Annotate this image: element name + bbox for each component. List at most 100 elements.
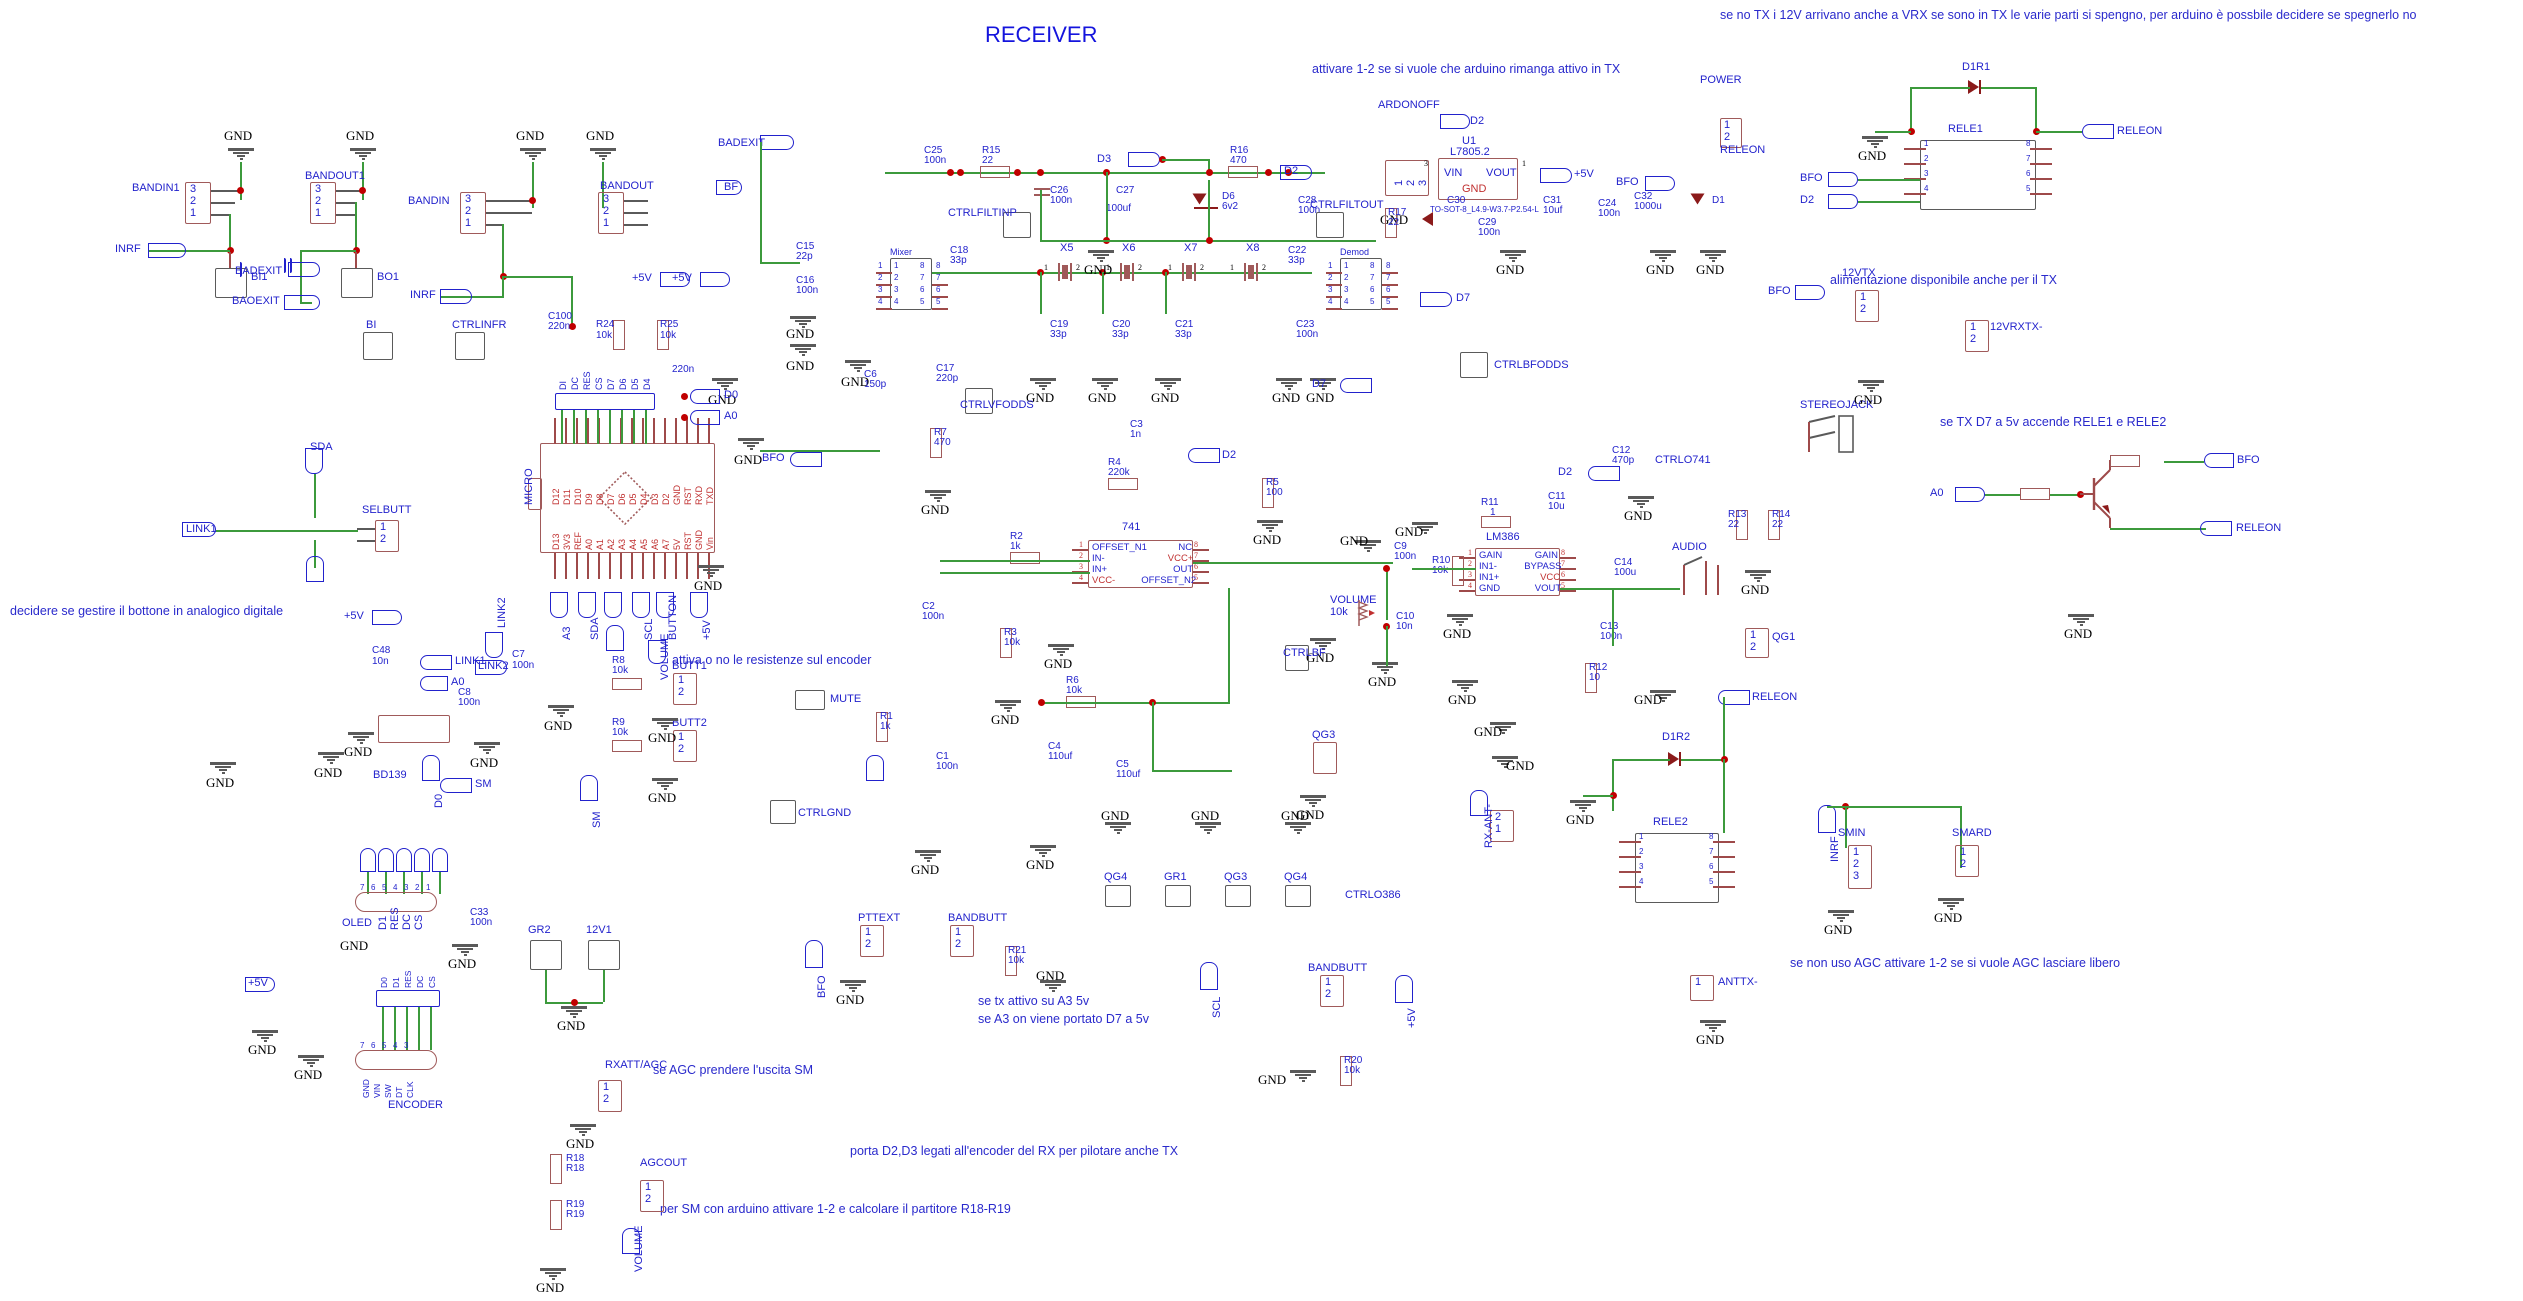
net-flag-sm[interactable]	[648, 640, 666, 664]
connector-12vtx[interactable]	[1855, 290, 1879, 322]
net-flag-link2[interactable]	[440, 778, 472, 793]
connector-selbutt[interactable]	[375, 520, 399, 552]
net-flag-link1-v[interactable]	[485, 632, 503, 658]
net-flag-d7[interactable]	[1955, 487, 1985, 502]
connector-ardonoff[interactable]	[1385, 160, 1429, 196]
net-flag-button-enc[interactable]	[420, 655, 452, 670]
connector-smard[interactable]	[640, 1180, 664, 1212]
net-flag-5v-u1[interactable]	[1540, 168, 1572, 183]
net-flag-5v-a[interactable]	[660, 272, 690, 287]
module-dds[interactable]	[355, 892, 437, 912]
net-flag-badexit[interactable]	[288, 262, 320, 277]
net-flag-vrx-741[interactable]	[1188, 448, 1220, 463]
connector-butt2[interactable]	[673, 730, 697, 762]
net-flag-releon-bd[interactable]	[2200, 521, 2232, 536]
net-flag-inrf[interactable]	[148, 243, 186, 258]
ic-lm386[interactable]	[1475, 548, 1560, 596]
net-flag-d0[interactable]	[550, 592, 568, 618]
connector-ctrlbfodds[interactable]	[1460, 352, 1488, 378]
module-oled[interactable]	[355, 1050, 437, 1070]
connector-rx-ant[interactable]	[1490, 810, 1514, 842]
connector-ctrlinfr[interactable]	[455, 332, 485, 360]
connector-12vrxtx[interactable]	[1965, 320, 1989, 352]
connector-bandin[interactable]	[460, 192, 486, 234]
net-flag-button[interactable]	[182, 522, 216, 537]
net-flag-sda[interactable]	[632, 592, 650, 618]
connector-bandout1[interactable]	[310, 182, 336, 224]
connector-bandbutt[interactable]	[1320, 975, 1344, 1007]
connector-smin[interactable]	[598, 1080, 622, 1112]
connector-bandout[interactable]	[598, 192, 624, 234]
testpoint-qg1[interactable]	[1105, 885, 1131, 907]
connector-ctrlbf[interactable]	[770, 800, 796, 824]
net-flag-bfo[interactable]	[1340, 378, 1372, 393]
ic-micro[interactable]	[540, 443, 715, 553]
net-flag-beta[interactable]	[604, 592, 622, 618]
connector-ctrlvfodds[interactable]	[965, 388, 993, 414]
testpoint-gr1[interactable]	[530, 940, 562, 970]
net-flag-d3-enc[interactable]	[420, 676, 448, 691]
connector-speaker[interactable]	[1745, 628, 1769, 658]
testpoint-qg4[interactable]	[1285, 885, 1311, 907]
ic-rele1[interactable]	[1920, 140, 2036, 210]
net-flag-v12-bd[interactable]	[2204, 453, 2234, 468]
net-flag-vrx-u1[interactable]	[1440, 114, 1470, 129]
net-flag-baoexit[interactable]	[284, 295, 320, 310]
net-flag-releon-r2[interactable]	[1718, 690, 1750, 705]
net-flag-sm-out[interactable]	[622, 1228, 640, 1254]
connector-anttx[interactable]	[1690, 975, 1714, 1001]
net-flag-badexit-top[interactable]	[760, 135, 794, 150]
net-flag-inrf2[interactable]	[440, 289, 472, 304]
connector-rxatt-agc[interactable]	[1848, 845, 1872, 889]
net-flag-5v-micro[interactable]	[690, 592, 708, 618]
net-flag-5v-oled[interactable]	[245, 977, 275, 992]
net-flag-a0-bot[interactable]	[306, 556, 324, 582]
net-flag-v62[interactable]	[1128, 152, 1160, 167]
testpoint-qg3[interactable]	[1225, 885, 1251, 907]
testpoint-bi[interactable]	[363, 332, 393, 360]
connector-ctrlo741[interactable]	[1285, 645, 1309, 671]
connector-bandin1[interactable]	[185, 182, 211, 224]
testpoint-bo1[interactable]	[341, 268, 373, 298]
testpoint-gr2[interactable]	[588, 940, 620, 970]
connector-ctrlfiltout[interactable]	[1316, 212, 1344, 238]
net-flag-inrf-agc[interactable]	[1818, 805, 1836, 833]
net-flag-bo[interactable]	[716, 180, 742, 195]
ic-rele2[interactable]	[1635, 833, 1719, 903]
connector-audio[interactable]	[1313, 742, 1337, 774]
connector-agcout[interactable]	[1955, 845, 1979, 877]
net-flag-bf-r1[interactable]	[866, 755, 884, 781]
net-flag-d2-enc[interactable]	[422, 755, 440, 781]
connector-butt1[interactable]	[673, 673, 697, 705]
net-flag-vrx-r1[interactable]	[1828, 194, 1858, 209]
net-flag-rx-ant-v[interactable]	[1470, 790, 1488, 816]
ic-741[interactable]	[1088, 540, 1193, 588]
net-flag-5v-b[interactable]	[700, 272, 730, 287]
net-flag-releon-r1[interactable]	[2082, 124, 2114, 139]
testpoint-bi1[interactable]	[215, 268, 247, 298]
testpoint-qg2[interactable]	[1165, 885, 1191, 907]
net-flag-vrx-386[interactable]	[1588, 466, 1620, 481]
net-flag-v12-tx[interactable]	[1795, 285, 1825, 300]
net-flag-d3[interactable]	[690, 410, 720, 425]
net-flag-a3-bot[interactable]	[1200, 962, 1218, 990]
connector-pttext[interactable]	[950, 925, 974, 957]
net-flag-v12-r1[interactable]	[1828, 172, 1858, 187]
net-flag-link1[interactable]	[475, 660, 507, 675]
net-flag-link2-v[interactable]	[580, 775, 598, 801]
net-flag-5v-band[interactable]	[1395, 975, 1413, 1003]
net-flag-v12-bot[interactable]	[805, 940, 823, 968]
net-flag-v12[interactable]	[1645, 176, 1675, 191]
header-oled-top[interactable]	[376, 990, 440, 1007]
net-flag-vfo[interactable]	[790, 452, 822, 467]
net-flag-5v-enc[interactable]	[372, 610, 402, 625]
module-encoder[interactable]	[378, 715, 450, 743]
connector-12v1[interactable]	[860, 925, 884, 957]
connector-power[interactable]	[1720, 118, 1742, 148]
net-flag-scl[interactable]	[656, 592, 674, 618]
connector-mute[interactable]	[795, 690, 825, 710]
net-flag-a0[interactable]	[578, 592, 596, 618]
ic-u1-7805[interactable]	[1438, 158, 1518, 200]
header-display-top[interactable]	[555, 393, 655, 410]
net-flag-d2[interactable]	[690, 389, 720, 404]
